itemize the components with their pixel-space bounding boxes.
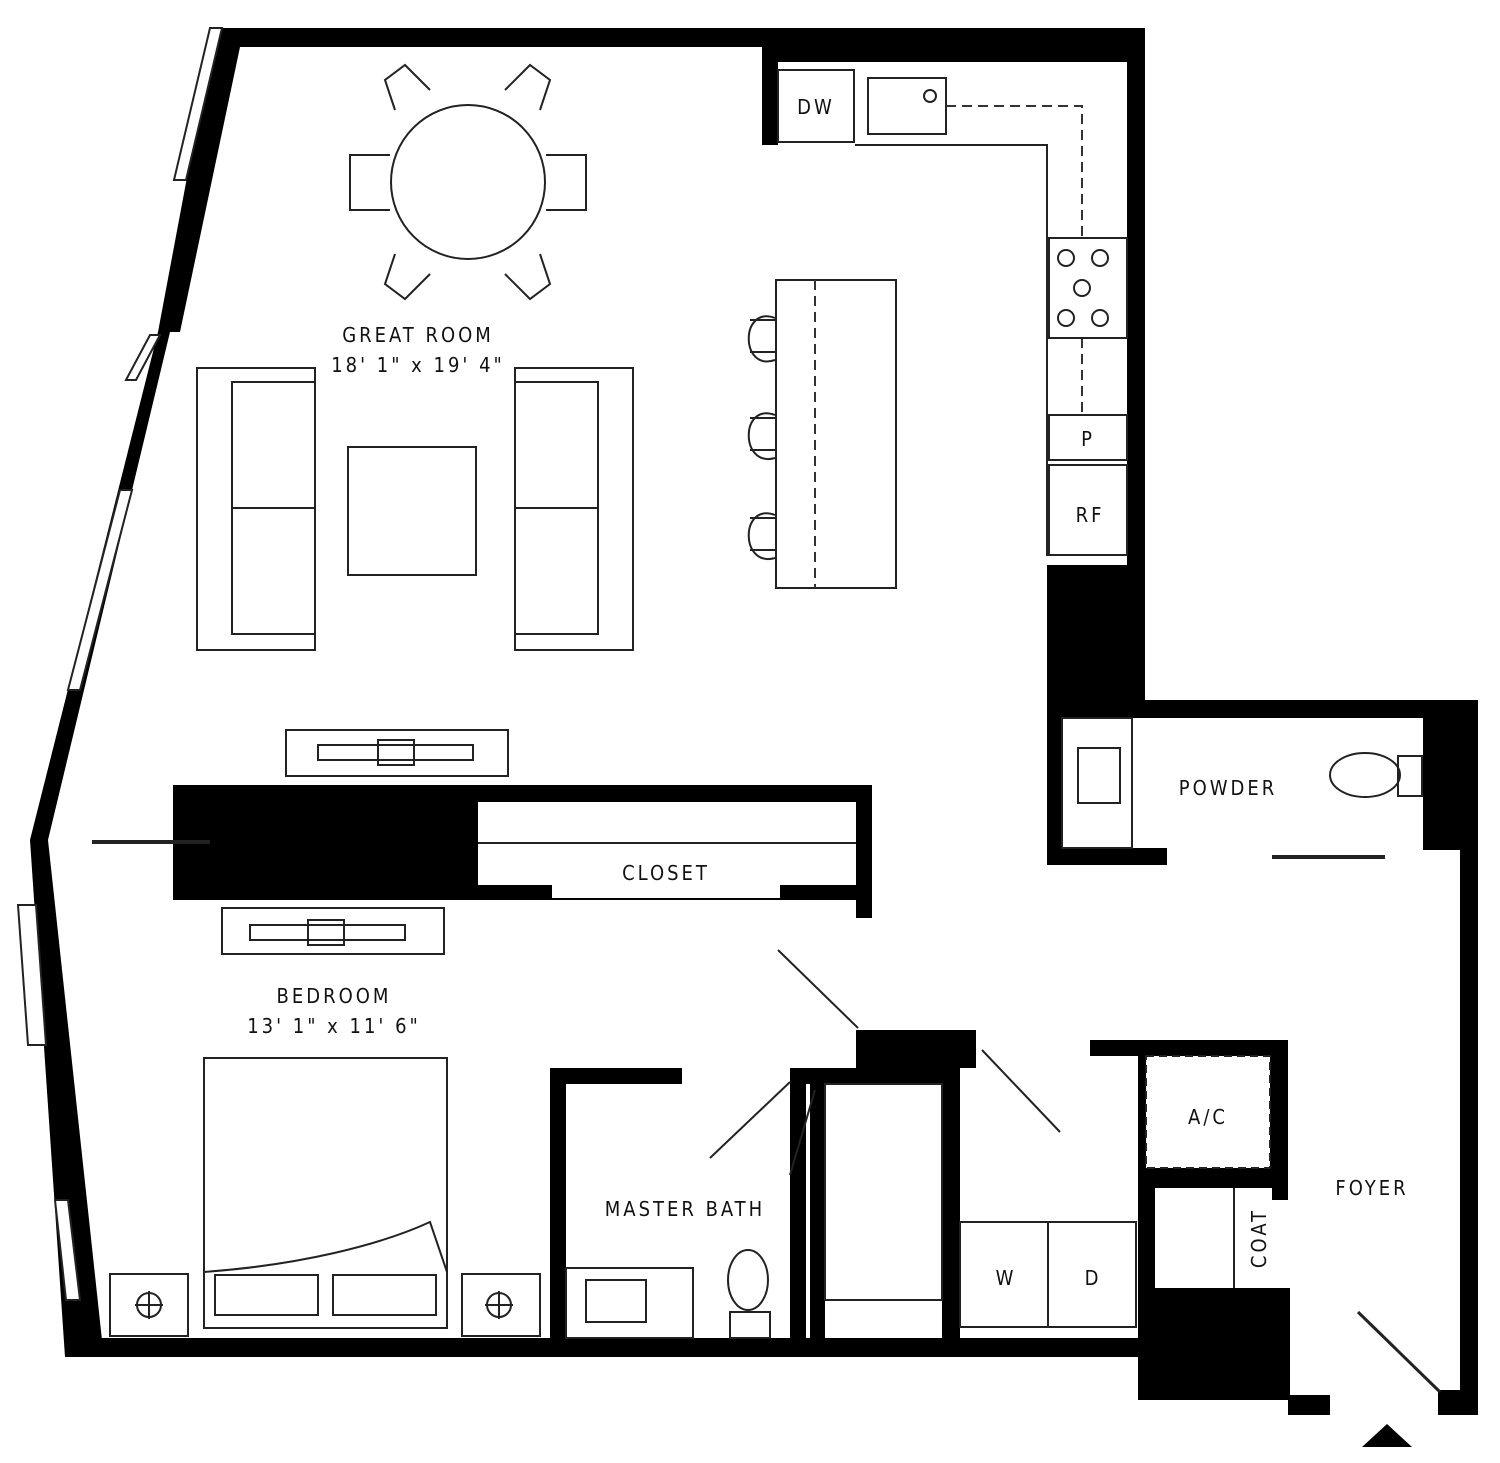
powder-fixtures	[1061, 717, 1423, 859]
master-bath-fixtures	[565, 949, 1061, 1339]
master-bath-label: MASTER BATH	[605, 1197, 765, 1221]
entry-door	[1356, 1310, 1442, 1394]
bedroom-label: BEDROOM	[277, 984, 392, 1008]
refrigerator-label: RF	[1076, 503, 1105, 527]
coat-label: COAT	[1247, 1208, 1271, 1268]
dishwasher	[777, 69, 855, 143]
entry-arrow-icon	[1362, 1424, 1412, 1447]
dryer-label: D	[1085, 1266, 1102, 1290]
foyer-label: FOYER	[1335, 1176, 1408, 1200]
bed	[109, 1057, 541, 1337]
washer-label: W	[996, 1266, 1017, 1290]
great-room-dims: 18' 1" x 19' 4"	[331, 353, 505, 377]
closet-label: CLOSET	[622, 861, 710, 885]
burner-icons	[1057, 249, 1109, 327]
dishwasher-label: DW	[797, 95, 835, 119]
cooktop	[1048, 237, 1128, 339]
kitchen: DW P RF	[747, 69, 1128, 589]
great-room-label: GREAT ROOM	[342, 323, 494, 347]
washer-dryer	[959, 1221, 1137, 1328]
kitchen-sink	[867, 77, 947, 135]
pantry-label: P	[1081, 427, 1095, 451]
pantry	[1048, 414, 1128, 461]
powder-label: POWDER	[1179, 776, 1278, 800]
living-furniture	[196, 367, 634, 955]
bedroom-dims: 13' 1" x 11' 6"	[247, 1014, 421, 1038]
kitchen-island	[775, 279, 897, 589]
dining-table	[349, 63, 587, 301]
bar-stools	[747, 315, 776, 560]
windows	[16, 27, 224, 1301]
ac-label: A/C	[1188, 1105, 1228, 1129]
refrigerator	[1048, 464, 1128, 556]
